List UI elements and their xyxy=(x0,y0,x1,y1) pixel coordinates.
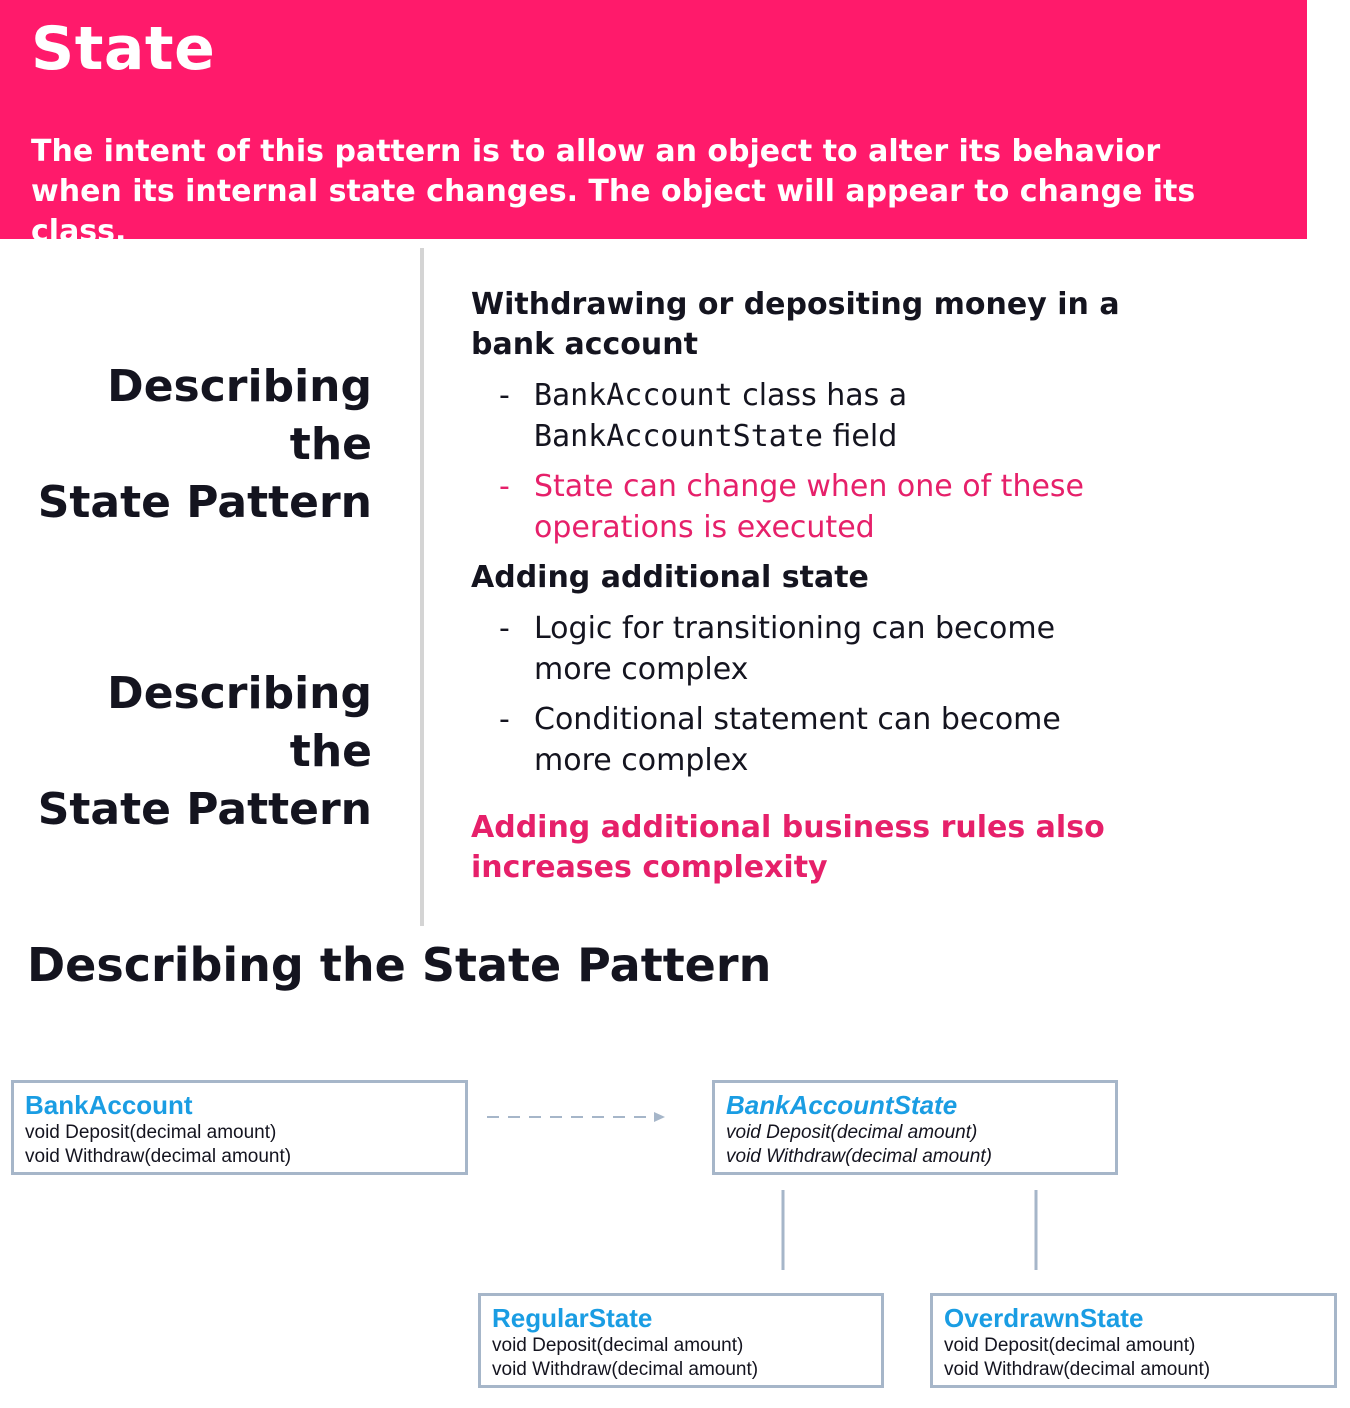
method-withdraw: void Withdraw(decimal amount) xyxy=(726,1146,992,1167)
bullet-text: Logic for transitioning can become more … xyxy=(534,611,1056,687)
pattern-intent: The intent of this pattern is to allow a… xyxy=(31,134,1196,249)
class-bank-account: BankAccount void Deposit(decimal amount)… xyxy=(11,1080,468,1175)
side-title-1-line1: Describing the xyxy=(107,361,372,470)
method-withdraw: void Withdraw(decimal amount) xyxy=(25,1146,292,1167)
intent-banner: State The intent of this pattern is to a… xyxy=(0,0,1307,249)
method-deposit: void Deposit(decimal amount) xyxy=(944,1335,1196,1356)
class-bank-account-state: BankAccountState void Deposit(decimal am… xyxy=(712,1080,1118,1175)
side-title-2-line1: Describing the xyxy=(107,668,372,777)
code-bank-account-state: BankAccountState xyxy=(534,419,823,454)
side-title-1-line2: State Pattern xyxy=(37,477,372,528)
bullet-text: State can change when one of these opera… xyxy=(534,469,1085,545)
class-name: RegularState xyxy=(492,1303,653,1333)
class-regular-state: RegularState void Deposit(decimal amount… xyxy=(478,1293,884,1388)
vertical-divider xyxy=(420,248,424,926)
class-name: BankAccount xyxy=(25,1090,193,1120)
bullet-dash: - xyxy=(499,469,510,504)
pattern-title: State xyxy=(31,14,216,84)
heading-additional-state: Adding additional state xyxy=(471,560,869,595)
method-deposit: void Deposit(decimal amount) xyxy=(492,1335,744,1356)
side-title-1: Describing the State Pattern xyxy=(20,358,372,532)
bullet-text: BankAccount class has a BankAccountState… xyxy=(534,375,1139,457)
bullet-bank-account-field: - BankAccount class has a BankAccountSta… xyxy=(499,375,1139,457)
bullet-transition-logic: - Logic for transitioning can become mor… xyxy=(499,608,1139,690)
side-title-2-line2: State Pattern xyxy=(37,784,372,835)
bullet-text: Conditional statement can become more co… xyxy=(534,702,1061,778)
dependency-arrow-head xyxy=(654,1112,665,1122)
class-name: OverdrawnState xyxy=(944,1303,1144,1333)
bullet-dash: - xyxy=(499,611,510,646)
bullet-text-part2: field xyxy=(822,419,898,454)
class-overdrawn-state: OverdrawnState void Deposit(decimal amou… xyxy=(930,1293,1337,1388)
class-name: BankAccountState xyxy=(726,1090,958,1120)
bullet-text-part1: class has a xyxy=(732,378,908,413)
method-withdraw: void Withdraw(decimal amount) xyxy=(492,1359,759,1380)
note-business-rules: Adding additional business rules also in… xyxy=(471,810,1105,885)
bullet-dash: - xyxy=(499,702,510,737)
method-deposit: void Deposit(decimal amount) xyxy=(25,1122,277,1143)
bullet-dash: - xyxy=(499,378,510,413)
bullet-conditional-statement: - Conditional statement can become more … xyxy=(499,699,1139,781)
bullet-state-change: - State can change when one of these ope… xyxy=(499,466,1139,548)
diagram-title: Describing the State Pattern xyxy=(27,938,772,992)
method-deposit: void Deposit(decimal amount) xyxy=(726,1122,978,1143)
side-title-2: Describing the State Pattern xyxy=(20,665,372,839)
heading-bank-account: Withdrawing or depositing money in a ban… xyxy=(471,287,1120,362)
method-withdraw: void Withdraw(decimal amount) xyxy=(944,1359,1211,1380)
code-bank-account: BankAccount xyxy=(534,378,733,413)
